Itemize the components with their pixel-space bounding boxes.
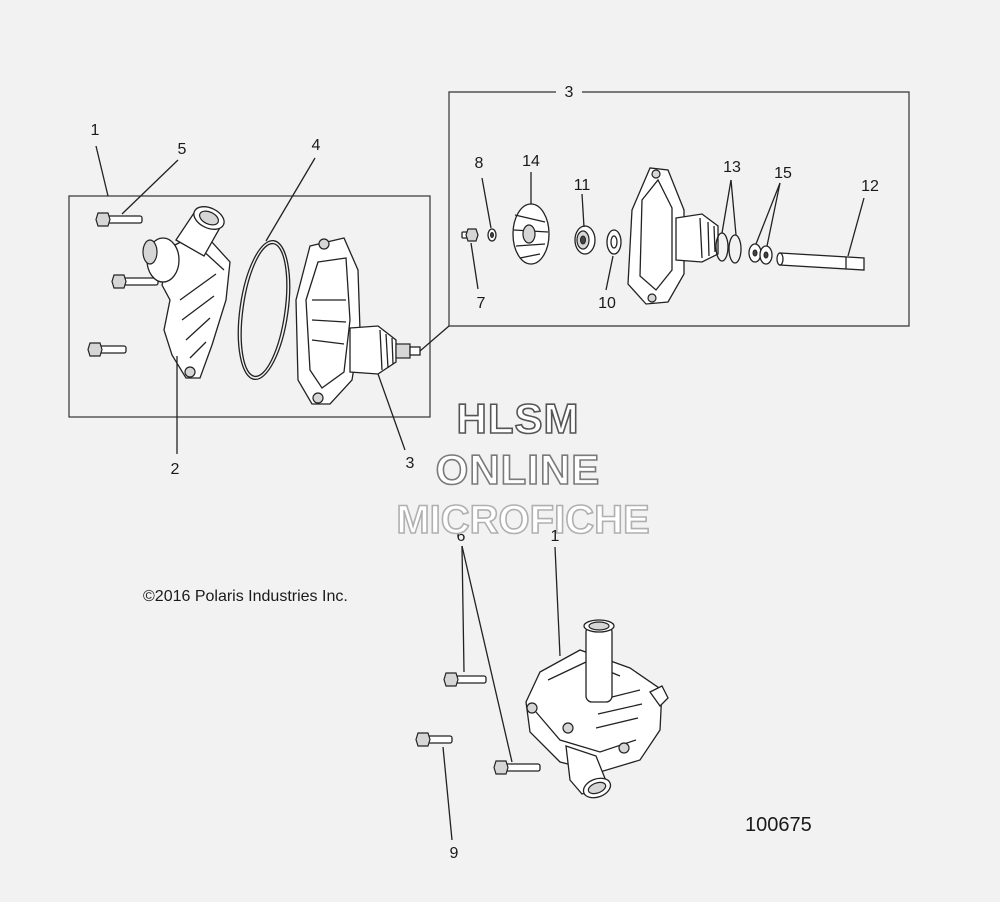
bolt-middle — [111, 274, 159, 289]
callout-2: 2 — [171, 461, 180, 478]
assembly-frame-right — [448, 91, 910, 327]
callout-1-bottom: 1 — [551, 528, 560, 545]
leader-1-bottom — [554, 546, 561, 657]
pump-shaft — [776, 252, 865, 271]
seals-15 — [748, 243, 773, 265]
watermark-line-1: HLSM — [457, 395, 580, 442]
callout-9: 9 — [450, 845, 459, 862]
o-ring-large — [237, 239, 291, 381]
drawing-number: 100675 — [745, 814, 812, 836]
callout-8: 8 — [475, 155, 484, 172]
seal-11 — [574, 225, 596, 255]
o-rings-13 — [715, 232, 742, 264]
leader-1-top — [95, 145, 109, 197]
callout-3-bottom: 3 — [406, 455, 415, 472]
leader-6a — [461, 545, 465, 673]
callout-15: 15 — [774, 165, 792, 182]
assembly-frame-left — [68, 195, 431, 418]
copyright-notice: ©2016 Polaris Industries Inc. — [143, 588, 348, 605]
leader-13b — [730, 179, 737, 236]
leader-3-bottom — [377, 373, 406, 451]
bolt-bottom-upper — [443, 672, 487, 687]
leader-5 — [121, 159, 179, 215]
pump-body — [627, 167, 719, 305]
impeller — [512, 203, 550, 265]
leader-11 — [581, 193, 585, 228]
watermark-line-2: ONLINE — [436, 446, 601, 493]
leader-7 — [470, 242, 479, 290]
bolt-lower — [87, 342, 127, 357]
watermark-line-3: MICROFICHE — [396, 498, 649, 542]
callout-13: 13 — [723, 159, 741, 176]
callout-14: 14 — [522, 153, 540, 170]
callout-1-top: 1 — [91, 122, 100, 139]
leader-15b — [766, 182, 781, 247]
bolt-bottom-lower — [493, 760, 541, 775]
leader-13a — [721, 179, 732, 234]
callout-10: 10 — [598, 295, 616, 312]
pump-cover — [142, 206, 231, 379]
water-pump-assembly — [525, 619, 669, 799]
water-pump-housing — [295, 237, 421, 405]
leader-4 — [265, 157, 316, 242]
leader-6b — [461, 545, 513, 763]
callout-3-box: 3 — [565, 84, 574, 101]
bolt-bottom-left — [415, 732, 453, 747]
washer-10 — [606, 229, 622, 255]
callout-7: 7 — [477, 295, 486, 312]
callout-6: 6 — [457, 528, 466, 545]
callout-11: 11 — [574, 177, 591, 194]
leader-12 — [847, 197, 865, 257]
leader-3-box — [419, 325, 450, 352]
leader-9 — [442, 746, 453, 841]
callout-12: 12 — [861, 178, 879, 195]
bolt-upper — [95, 212, 143, 227]
small-bolt — [461, 228, 479, 242]
leader-8 — [481, 177, 492, 229]
callout-4: 4 — [312, 137, 321, 154]
washer-small — [487, 228, 497, 242]
callout-5: 5 — [178, 141, 187, 158]
leader-10 — [605, 255, 614, 291]
leader-15a — [755, 182, 781, 245]
